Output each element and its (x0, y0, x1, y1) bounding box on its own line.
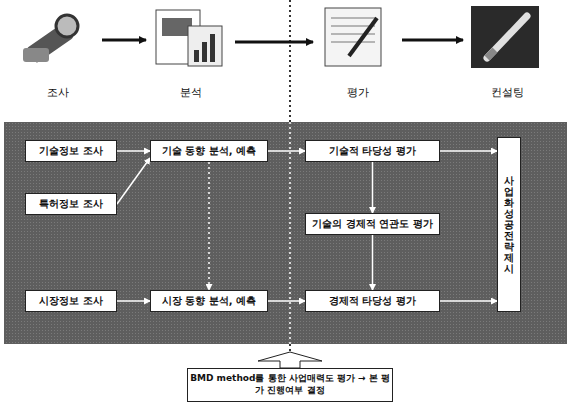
stage-label: 분석 (180, 85, 202, 100)
flow-arrow (117, 300, 150, 302)
stage-illustration (148, 6, 228, 72)
process-box: 경제적 타당성 평가 (305, 290, 440, 312)
box-label: 시장정보 조사 (39, 295, 102, 307)
flow-arrow (440, 150, 497, 152)
flow-arrow (102, 39, 146, 42)
callout-pointer (258, 352, 322, 368)
stage-icon: 컨설팅 (465, 4, 550, 100)
flow-arrow (117, 150, 150, 152)
process-box: 기술적 타당성 평가 (305, 140, 440, 162)
box-label: 사업화 성공 전략 제시 (504, 175, 514, 274)
process-box: 특허정보 조사 (25, 193, 117, 215)
flow-arrow (372, 235, 374, 290)
flow-arrow (268, 300, 305, 302)
box-label: 기술정보 조사 (39, 145, 102, 157)
dark-band (4, 122, 567, 344)
stage-illustration (15, 4, 95, 70)
flow-arrow (402, 39, 463, 42)
divider-line (289, 344, 291, 352)
vertical-box: 사업화 성공 전략 제시 (497, 137, 521, 312)
process-box: 시장 동향 분석, 예측 (150, 290, 268, 312)
box-label: 기술적 타당성 평가 (329, 145, 416, 157)
box-label: 경제적 타당성 평가 (329, 295, 416, 307)
process-box: 기술정보 조사 (25, 140, 117, 162)
stage-label: 컨설팅 (491, 85, 524, 100)
process-box: 시장정보 조사 (25, 290, 117, 312)
process-box: 기술의 경제적 연관도 평가 (305, 213, 440, 235)
box-label: BMD method를 통한 사업매력도 평가 → 본 평가 진행여부 결정 (188, 373, 392, 396)
flow-arrow (117, 158, 150, 204)
stage-icon: 조사 (15, 4, 100, 100)
box-label: 기술의 경제적 연관도 평가 (312, 218, 432, 230)
box-label: 기술 동향 분석, 예측 (162, 145, 256, 157)
box-label: 시장 동향 분석, 예측 (162, 295, 256, 307)
box-label: 특허정보 조사 (39, 198, 102, 210)
stage-label: 조사 (47, 85, 69, 100)
flow-arrow (372, 162, 374, 213)
stage-icon: 평가 (315, 4, 400, 100)
stage-illustration (465, 4, 545, 70)
flow-arrow (440, 300, 497, 302)
divider-line (289, 122, 291, 344)
stage-icon: 분석 (148, 6, 233, 100)
flow-arrow (268, 150, 305, 152)
stage-illustration (315, 4, 395, 70)
callout-box: BMD method를 통한 사업매력도 평가 → 본 평가 진행여부 결정 (187, 368, 393, 402)
flow-arrow (235, 41, 313, 44)
process-box: 기술 동향 분석, 예측 (150, 140, 268, 162)
flow-arrow (208, 162, 210, 290)
stage-label: 평가 (347, 85, 369, 100)
divider-line (289, 0, 291, 122)
